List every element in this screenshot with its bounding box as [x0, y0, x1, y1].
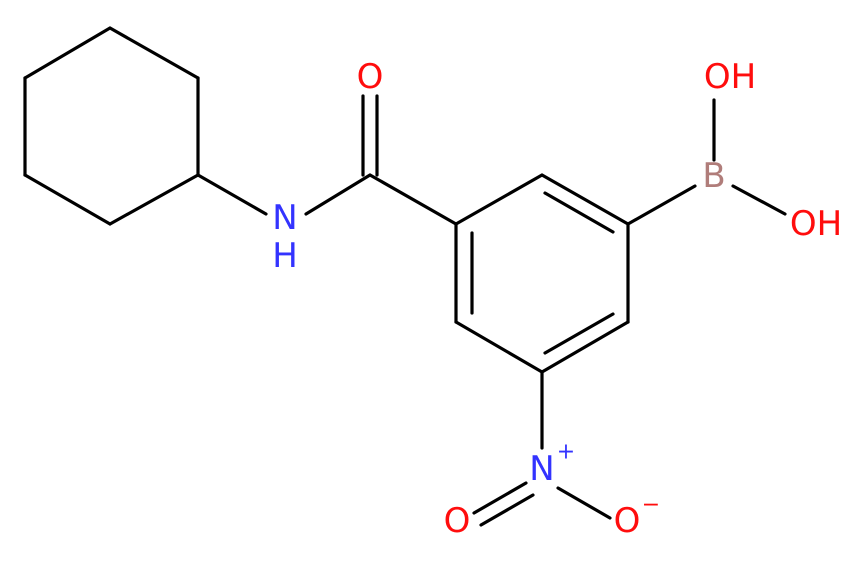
bond-inner: [543, 191, 615, 234]
cyclohexyl-ring: [23, 26, 200, 226]
bond-b-oh2: [731, 184, 787, 216]
bond: [540, 320, 630, 374]
bond: [23, 26, 112, 80]
amide-nitrogen-label: N: [272, 198, 297, 238]
bond: [540, 173, 630, 226]
hydroxyl-upper-label: OH: [704, 57, 756, 97]
bond-cy-n: [196, 173, 268, 216]
nitro-oxygen-charge: −: [642, 493, 660, 518]
boron-label: B: [702, 156, 725, 196]
nitro-nitrogen-charge: +: [557, 440, 575, 465]
bond-no-double-2: [479, 493, 535, 527]
amide-oxygen-label: O: [357, 57, 384, 97]
nitro-oxygen-right-label: O: [614, 501, 641, 541]
bond: [108, 26, 200, 80]
bond-n-co: [304, 173, 372, 216]
benzene-ring: [454, 173, 630, 374]
bond-ring-b: [626, 184, 697, 226]
bond: [23, 173, 112, 226]
amide-hydrogen-label: H: [272, 236, 298, 276]
bond: [108, 173, 200, 226]
bond-inner: [543, 312, 615, 355]
bond-no-single: [556, 486, 612, 520]
nitro-nitrogen-label: N: [529, 449, 554, 489]
bond-no-double-1: [472, 481, 528, 515]
nitro-oxygen-left-label: O: [444, 501, 471, 541]
bond-co-ring: [368, 173, 458, 226]
bond: [454, 320, 544, 374]
bond: [454, 173, 544, 226]
hydroxyl-lower-label: OH: [790, 204, 842, 244]
